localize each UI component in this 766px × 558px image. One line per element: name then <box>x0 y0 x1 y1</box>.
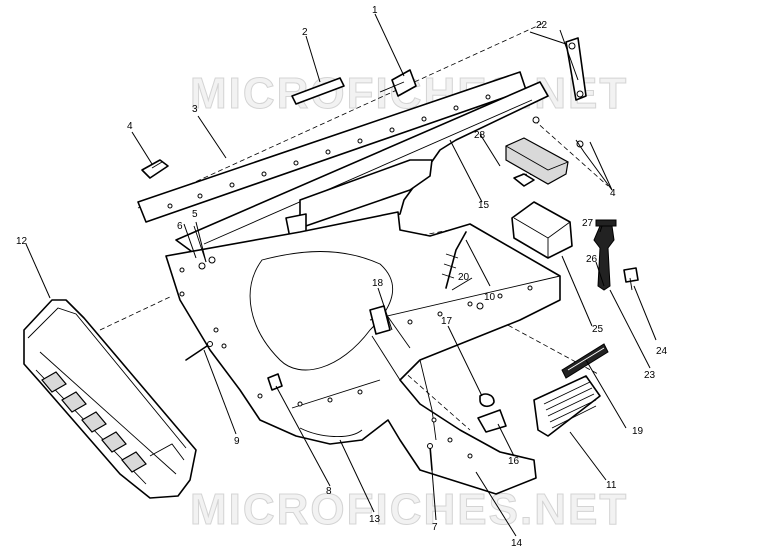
clip-part <box>141 159 169 179</box>
stud-part <box>369 305 411 349</box>
bolt-part <box>193 225 216 270</box>
rail-holes <box>167 94 491 209</box>
watermark-bottom: MICROFICHES.NET <box>190 485 628 534</box>
screw-part <box>185 341 213 361</box>
callout-10: 10 <box>484 292 496 303</box>
front-body-panel <box>165 211 561 495</box>
callout-3: 3 <box>192 104 198 115</box>
callout-12: 12 <box>16 236 28 247</box>
callout-20: 20 <box>458 272 470 283</box>
callout-17: 17 <box>441 316 453 327</box>
callout-7: 7 <box>432 522 438 533</box>
callout-22: 22 <box>536 20 548 31</box>
callout-23: 23 <box>644 370 656 381</box>
small-mount-part <box>267 373 283 391</box>
callout-labels: 1 2 3 4 22 28 4 15 12 5 6 27 26 20 10 18… <box>16 5 668 549</box>
lower-bracket-part <box>477 409 507 433</box>
callout-4-right: 4 <box>610 188 616 199</box>
callout-24: 24 <box>656 346 668 357</box>
lamp-housing-part <box>511 201 573 259</box>
hinge-bracket-part <box>379 69 417 97</box>
callout-15: 15 <box>478 200 490 211</box>
callout-28: 28 <box>474 130 486 141</box>
lower-screw-part <box>427 443 433 471</box>
callout-19: 19 <box>632 426 644 437</box>
lamp-lens-part <box>505 137 569 187</box>
callout-16: 16 <box>508 456 520 467</box>
callout-25: 25 <box>592 324 604 335</box>
callout-4: 4 <box>127 121 133 132</box>
callout-18: 18 <box>372 278 384 289</box>
fastener-part <box>532 116 584 148</box>
callout-27: 27 <box>582 218 594 229</box>
callout-26: 26 <box>586 254 598 265</box>
callout-9: 9 <box>234 436 240 447</box>
callout-8: 8 <box>326 486 332 497</box>
spring-hook-part <box>441 231 484 310</box>
latch-pin-part <box>623 267 639 291</box>
front-bumper-part <box>23 299 197 499</box>
decal-strip-part <box>561 343 609 379</box>
grille-part <box>533 375 601 437</box>
rubber-latch-part <box>593 219 617 291</box>
callout-1: 1 <box>372 5 378 16</box>
callout-6: 6 <box>177 221 183 232</box>
callout-14: 14 <box>511 538 523 549</box>
callout-13: 13 <box>369 514 381 525</box>
support-strut-part <box>565 37 587 101</box>
leader-lines <box>25 13 657 537</box>
callout-11: 11 <box>606 480 617 491</box>
callout-2: 2 <box>302 27 308 38</box>
trim-strip-part <box>291 77 345 105</box>
callout-5: 5 <box>192 209 198 220</box>
